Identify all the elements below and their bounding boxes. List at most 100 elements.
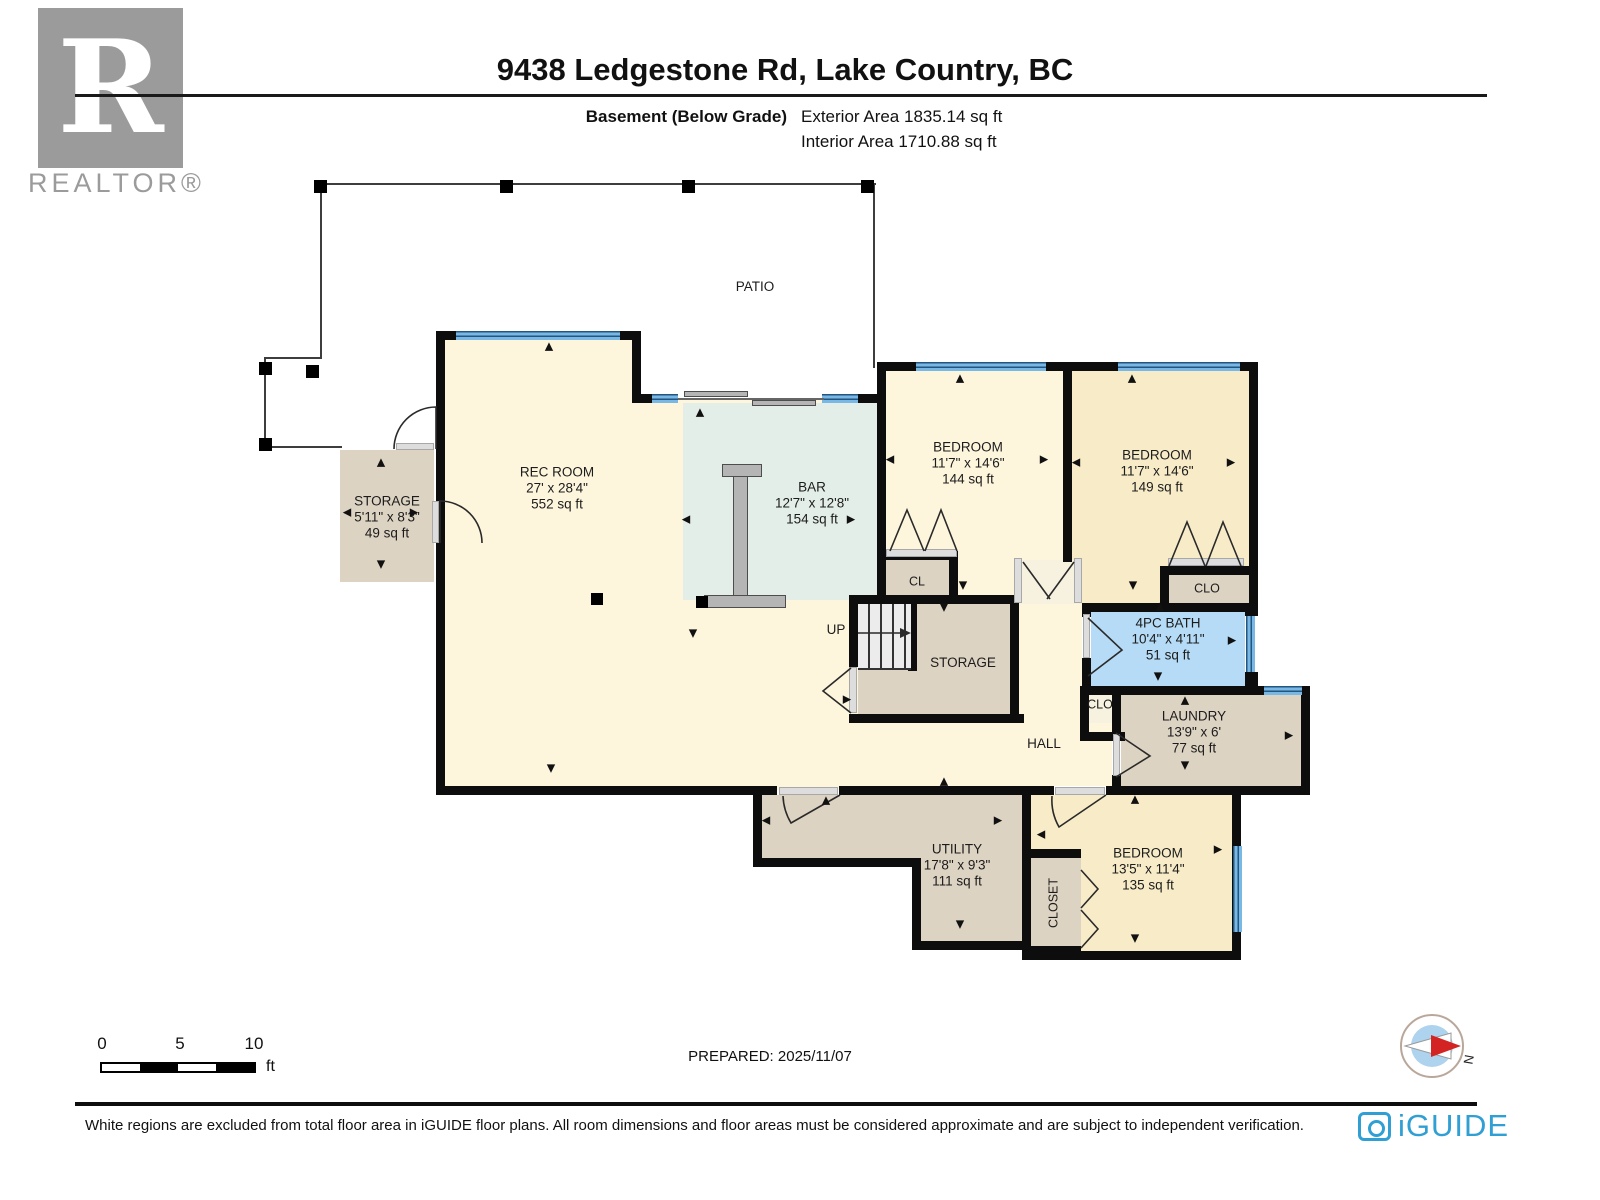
- window: [1246, 616, 1255, 672]
- door-jamb: [1074, 558, 1082, 603]
- room-closet-clo: [1169, 575, 1249, 604]
- direction-arrow-icon: ◀: [1071, 455, 1081, 469]
- wall: [949, 551, 958, 604]
- wall: [753, 795, 762, 867]
- wall: [877, 362, 1258, 371]
- direction-arrow-icon: ▶: [842, 692, 852, 706]
- patio-post: [314, 180, 327, 193]
- direction-arrow-icon: ◀: [342, 505, 352, 519]
- iguide-logo: iGUIDE: [1358, 1108, 1509, 1144]
- room-dims: 17'8" x 9'3": [923, 857, 991, 873]
- sliding-door-panel: [684, 391, 748, 397]
- direction-arrow-icon: ▲: [1180, 693, 1190, 707]
- wall: [1010, 595, 1019, 723]
- wall: [849, 595, 858, 667]
- room-utility: [921, 858, 1022, 941]
- exterior-area: Exterior Area 1835.14 sq ft: [801, 107, 1003, 126]
- patio-post: [259, 438, 272, 451]
- room-closet-b3: [1031, 858, 1081, 946]
- iguide-lens-icon: [1368, 1119, 1385, 1137]
- room-label-bath: 4PC BATH 10'4" x 4'11" 51 sq ft: [1131, 616, 1204, 665]
- bar-post: [696, 596, 708, 608]
- room-name: BAR: [798, 479, 826, 495]
- direction-arrow-icon: ▼: [1128, 578, 1138, 592]
- direction-arrow-icon: ▶: [1213, 842, 1223, 856]
- room-name: LAUNDRY: [1161, 708, 1227, 724]
- wall: [1082, 603, 1091, 617]
- room-name: CLO: [1194, 581, 1220, 596]
- door-jamb: [1113, 734, 1120, 776]
- window: [1233, 846, 1242, 932]
- room-storage-left: [340, 450, 434, 582]
- scale-tick-5: 5: [175, 1034, 185, 1053]
- room-label-clo-small: CLO: [1087, 698, 1113, 713]
- stair-tread: [904, 604, 906, 668]
- wall: [1106, 786, 1310, 795]
- realtor-logo: R: [38, 8, 183, 168]
- room-area: 552 sq ft: [531, 497, 583, 513]
- room-dims: 10'4" x 4'11": [1131, 631, 1205, 647]
- patio-outline: [320, 183, 876, 185]
- direction-arrow-icon: ▶: [1226, 455, 1236, 469]
- direction-arrow-icon: ▶: [993, 813, 1003, 827]
- room-label-utility: UTILITY 17'8" x 9'3" 111 sq ft: [924, 842, 991, 891]
- wall: [436, 331, 445, 795]
- direction-arrow-icon: ▲: [939, 774, 949, 788]
- room-area: 149 sq ft: [1131, 480, 1183, 496]
- room-dims: 13'5" x 11'4": [1111, 861, 1185, 877]
- stairs-up-label: UP: [827, 622, 846, 638]
- wall: [1022, 849, 1081, 858]
- patio-post: [500, 180, 513, 193]
- disclaimer-text: White regions are excluded from total fl…: [85, 1117, 1304, 1134]
- window: [1118, 362, 1240, 371]
- room-name: 4PC BATH: [1135, 615, 1201, 631]
- direction-arrow-icon: ▶: [1039, 452, 1049, 466]
- direction-arrow-icon: ▲: [1155, 599, 1165, 613]
- direction-arrow-icon: ▲: [955, 371, 965, 385]
- wall: [1082, 603, 1258, 612]
- bar-counter: [704, 595, 786, 608]
- room-area: 144 sq ft: [942, 472, 994, 488]
- window: [916, 362, 1046, 371]
- wall: [1249, 362, 1258, 612]
- scale-segment: [178, 1064, 216, 1071]
- patio-outline: [264, 446, 342, 448]
- room-bar: [683, 403, 877, 600]
- room-dims: 5'11" x 8'3": [354, 509, 420, 525]
- room-dims: 12'7" x 12'8": [774, 495, 850, 511]
- room-rec-room: [444, 338, 636, 404]
- room-label-bedroom-3: BEDROOM 13'5" x 11'4" 135 sq ft: [1111, 846, 1184, 895]
- compass-north-label: N: [1460, 1053, 1477, 1066]
- wall: [632, 394, 652, 403]
- door-jamb: [396, 443, 434, 450]
- direction-arrow-icon: ▼: [958, 578, 968, 592]
- scale-segment: [140, 1064, 178, 1071]
- door-jamb: [849, 667, 857, 713]
- door-jamb: [1168, 558, 1244, 566]
- room-area: 154 sq ft: [786, 512, 838, 528]
- compass-needle-tail: [1403, 1032, 1452, 1060]
- door-jamb: [886, 549, 957, 557]
- wall: [1160, 566, 1169, 612]
- direction-arrow-icon: ◀: [885, 452, 895, 466]
- direction-arrow-icon: ▲: [1127, 371, 1137, 385]
- room-label-patio: PATIO: [736, 279, 775, 295]
- wall: [1063, 370, 1072, 562]
- room-name: REC ROOM: [519, 464, 595, 480]
- direction-arrow-icon: ▶: [1284, 728, 1294, 742]
- room-hall: [858, 723, 1112, 786]
- room-label-hall: HALL: [1027, 736, 1061, 752]
- window: [456, 331, 620, 340]
- room-label-closet-b3: CLOSET: [1047, 878, 1062, 928]
- room-area: 51 sq ft: [1145, 648, 1191, 664]
- wall: [1245, 672, 1258, 695]
- room-name: BEDROOM: [1113, 845, 1183, 861]
- room-name: PATIO: [735, 278, 775, 294]
- stair-tread: [880, 604, 882, 668]
- wall: [436, 786, 777, 795]
- compass-needle-north-icon: [1431, 1035, 1461, 1057]
- page-title: 9438 Ledgestone Rd, Lake Country, BC: [496, 52, 1074, 87]
- title-divider: [75, 94, 1487, 97]
- wall: [632, 331, 641, 403]
- room-name: UTILITY: [931, 841, 983, 857]
